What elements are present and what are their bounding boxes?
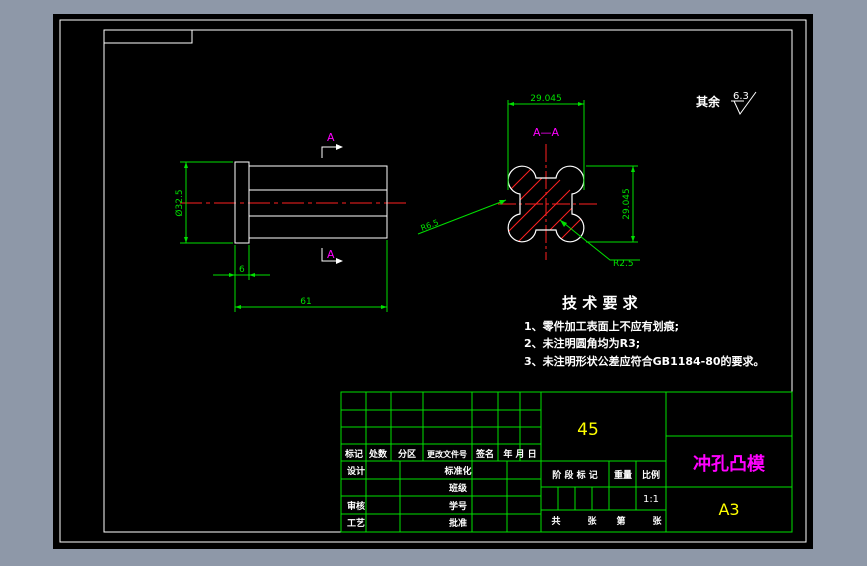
main-view: A A Ø32.5 6 61 — [174, 131, 410, 312]
flange-dim-text: 6 — [239, 265, 245, 275]
section-cut-bottom — [321, 248, 336, 262]
tech-req-item: 3、未注明形状公差应符合GB1184-80的要求。 — [524, 354, 765, 368]
sign-label: 审核 — [347, 500, 365, 512]
sign-label: 学号 — [449, 500, 467, 512]
technical-requirements: 技 术 要 求 1、零件加工表面上不应有划痕; 2、未注明圆角均为R3; 3、未… — [524, 294, 765, 368]
diameter-dim-text: Ø32.5 — [174, 189, 185, 216]
rev-header: 更改文件号 — [427, 449, 467, 459]
rev-header: 年 月 日 — [503, 448, 536, 460]
title-block — [340, 391, 793, 533]
stage-header: 重量 — [614, 469, 632, 481]
radius-dim-text: R2.5 — [613, 259, 634, 269]
surface-roughness-note: 其余 6.3 — [696, 91, 757, 115]
tech-req-item: 1、零件加工表面上不应有划痕; — [524, 319, 679, 333]
sheet-outer-frame — [59, 19, 807, 543]
scale-text: 1:1 — [643, 494, 659, 505]
rev-header: 标记 — [344, 448, 363, 460]
roughness-label: 其余 — [696, 94, 721, 109]
part-name-text: 冲孔凸模 — [693, 453, 766, 475]
title-block-frame — [340, 391, 793, 533]
drawing-sheet — [53, 14, 813, 549]
section-label-bottom: A — [327, 248, 335, 261]
roughness-symbol — [733, 91, 757, 115]
rev-header: 分区 — [398, 448, 416, 460]
section-view-label: A—A — [533, 126, 560, 139]
right-height-dim-text: 29.045 — [622, 188, 632, 220]
roughness-value: 6.3 — [733, 91, 749, 102]
drawing-number-box — [103, 29, 193, 44]
top-width-dim-text: 29.045 — [530, 94, 562, 104]
length-dim-text: 61 — [300, 297, 311, 307]
title-block-text: 45 冲孔凸模 A3 1:1 标记 处数 分区 更改文件号 签名 年 月 日 设… — [344, 420, 766, 529]
sign-label: 标准化 — [443, 465, 471, 477]
material-text: 45 — [577, 420, 599, 440]
sign-label: 批准 — [449, 517, 467, 529]
section-view: A—A 29.045 29.045 — [417, 94, 640, 269]
sheets-total-label: 共 — [551, 515, 560, 527]
section-label-top: A — [327, 131, 335, 144]
sheets-unit-label: 张 — [587, 515, 597, 527]
sheets-unit-label: 张 — [652, 515, 662, 527]
tech-req-item: 2、未注明圆角均为R3; — [524, 336, 640, 350]
sign-label: 班级 — [449, 482, 468, 494]
shank-outline — [248, 165, 388, 239]
stage-header: 比例 — [642, 469, 660, 481]
sheet-size-text: A3 — [718, 500, 739, 519]
rev-header: 处数 — [368, 448, 388, 460]
sheets-current-label: 第 — [616, 515, 625, 527]
rev-header: 签名 — [475, 448, 494, 460]
sign-label: 设计 — [347, 465, 365, 477]
section-cut-top — [321, 146, 336, 158]
sign-label: 工艺 — [347, 517, 365, 529]
stage-header: 阶 段 标 记 — [552, 469, 597, 481]
radius-leader — [559, 219, 640, 261]
lobe-leader-line — [417, 199, 507, 235]
tech-req-title: 技 术 要 求 — [562, 294, 639, 312]
